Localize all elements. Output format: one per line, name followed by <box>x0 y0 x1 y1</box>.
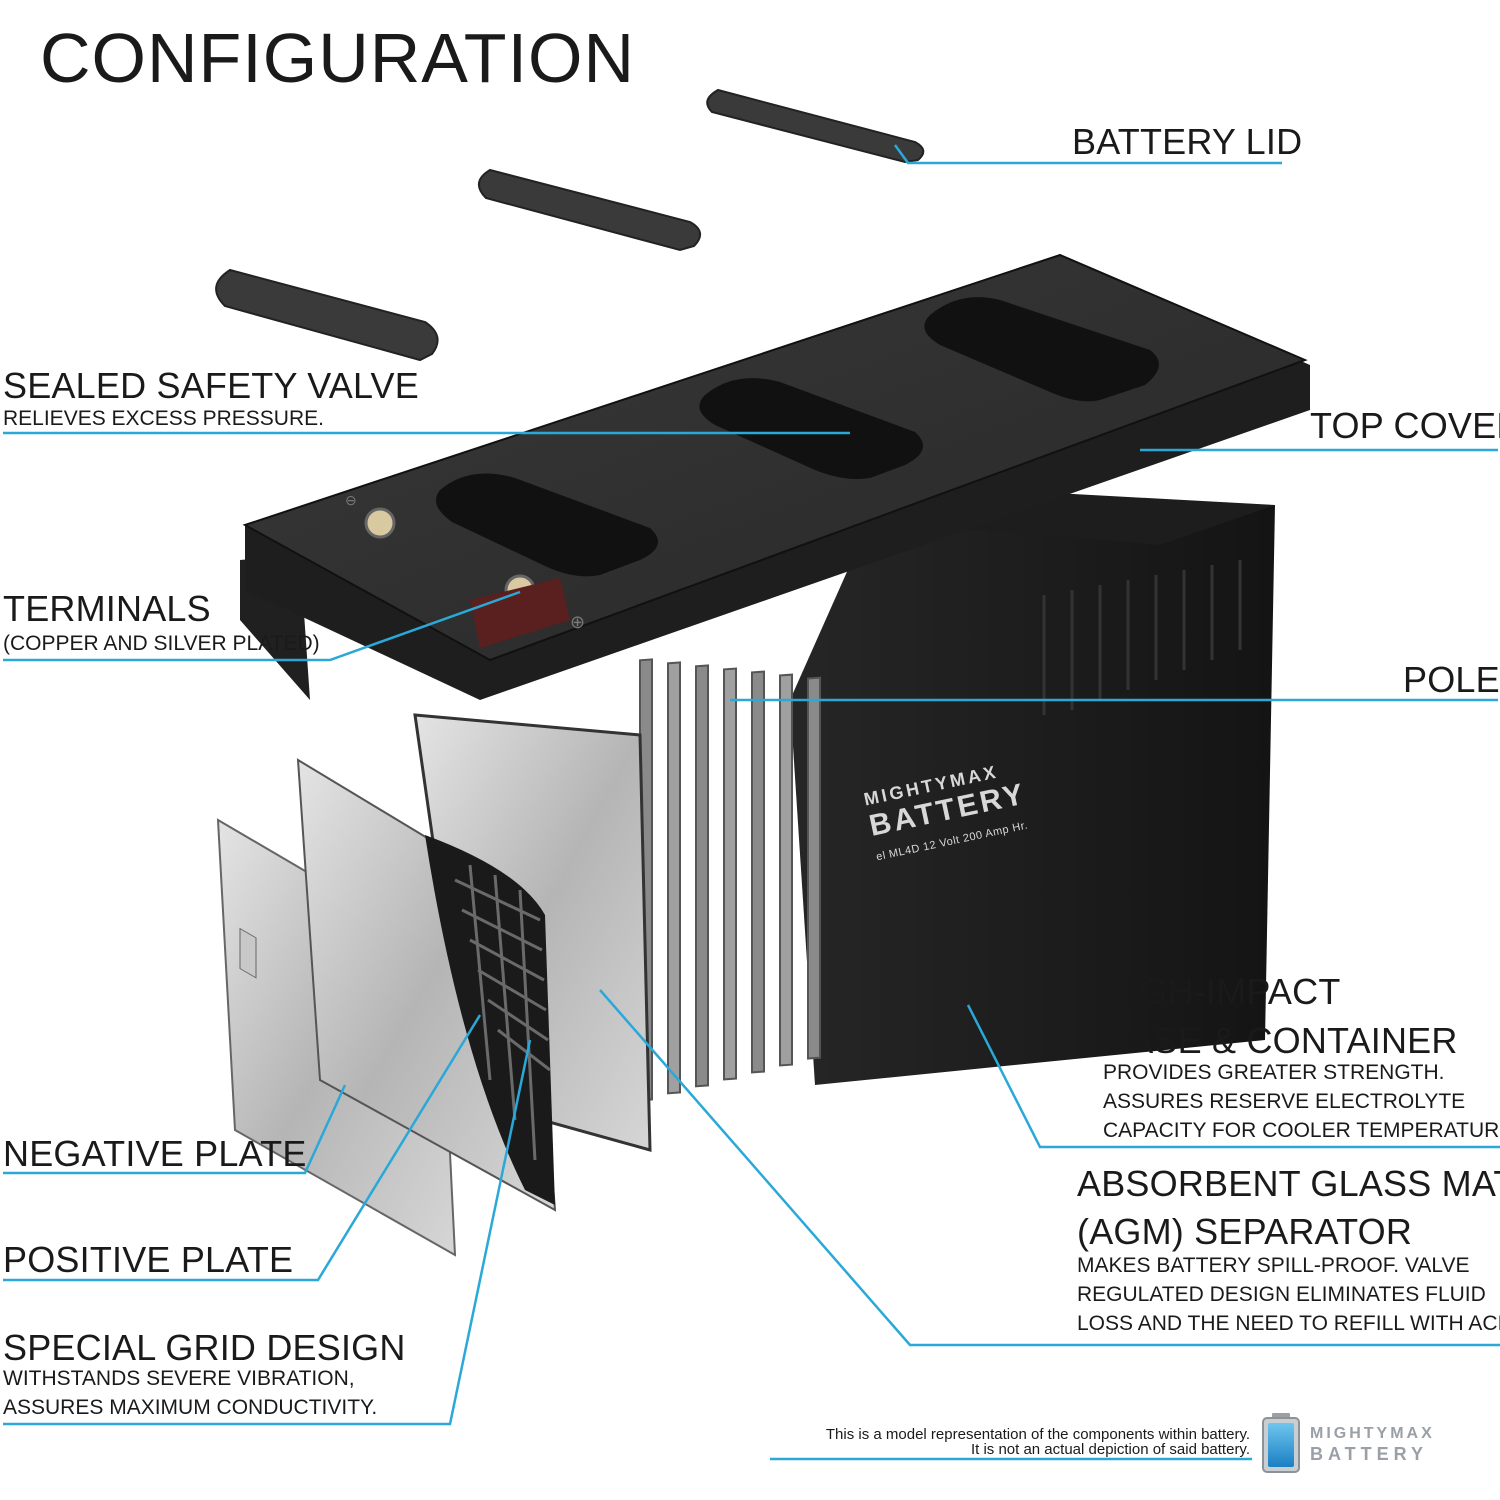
label-agm-desc1: MAKES BATTERY SPILL-PROOF. VALVE <box>1077 1254 1470 1277</box>
battery-icon <box>1262 1413 1300 1473</box>
footer-disclaimer-line2: It is not an actual depiction of said ba… <box>970 1441 1250 1458</box>
label-agm-desc3: LOSS AND THE NEED TO REFILL WITH ACID. <box>1077 1312 1500 1335</box>
label-grid-desc2: ASSURES MAXIMUM CONDUCTIVITY. <box>3 1396 378 1419</box>
logo-word-1: MIGHTYMAX <box>1310 1425 1435 1442</box>
label-battery-lid: BATTERY LID <box>1072 121 1303 162</box>
label-case-desc1: PROVIDES GREATER STRENGTH. <box>1103 1061 1445 1084</box>
label-terminals-desc: (COPPER AND SILVER PLATED) <box>3 632 320 655</box>
label-agm-line1: ABSORBENT GLASS MAT <box>1077 1163 1500 1204</box>
label-terminals: TERMINALS <box>3 588 211 629</box>
label-case-desc3: CAPACITY FOR COOLER TEMPERATURES. <box>1103 1119 1500 1142</box>
footer-disclaimer-line1: This is a model representation of the co… <box>825 1426 1250 1443</box>
label-positive-plate: POSITIVE PLATE <box>3 1239 294 1280</box>
label-grid: SPECIAL GRID DESIGN <box>3 1327 406 1368</box>
label-case-line1: HIGH-IMPACT <box>1103 971 1341 1012</box>
svg-text:⊕: ⊕ <box>570 612 585 632</box>
label-top-cover: TOP COVER <box>1310 405 1500 446</box>
label-sealed-valve-desc: RELIEVES EXCESS PRESSURE. <box>3 407 324 430</box>
svg-text:⊖: ⊖ <box>345 492 357 508</box>
label-agm-desc2: REGULATED DESIGN ELIMINATES FLUID <box>1077 1283 1486 1306</box>
label-agm-line2: (AGM) SEPARATOR <box>1077 1211 1413 1252</box>
label-pole: POLE <box>1403 659 1500 700</box>
label-case-line2: CASE & CONTAINER <box>1103 1020 1458 1061</box>
top-cover: ⊖ ⊕ <box>240 253 1310 700</box>
logo-word-2: BATTERY <box>1310 1444 1428 1464</box>
leader-lines <box>3 144 1500 1461</box>
battery-case <box>790 490 1275 1085</box>
label-grid-desc1: WITHSTANDS SEVERE VIBRATION, <box>3 1367 355 1390</box>
label-case-desc2: ASSURES RESERVE ELECTROLYTE <box>1103 1090 1466 1113</box>
battery-lid-strips <box>215 88 925 362</box>
grid-shape <box>425 835 555 1205</box>
label-sealed-valve: SEALED SAFETY VALVE <box>3 365 419 406</box>
label-negative-plate: NEGATIVE PLATE <box>3 1133 307 1174</box>
page-title: CONFIGURATION <box>40 19 636 97</box>
